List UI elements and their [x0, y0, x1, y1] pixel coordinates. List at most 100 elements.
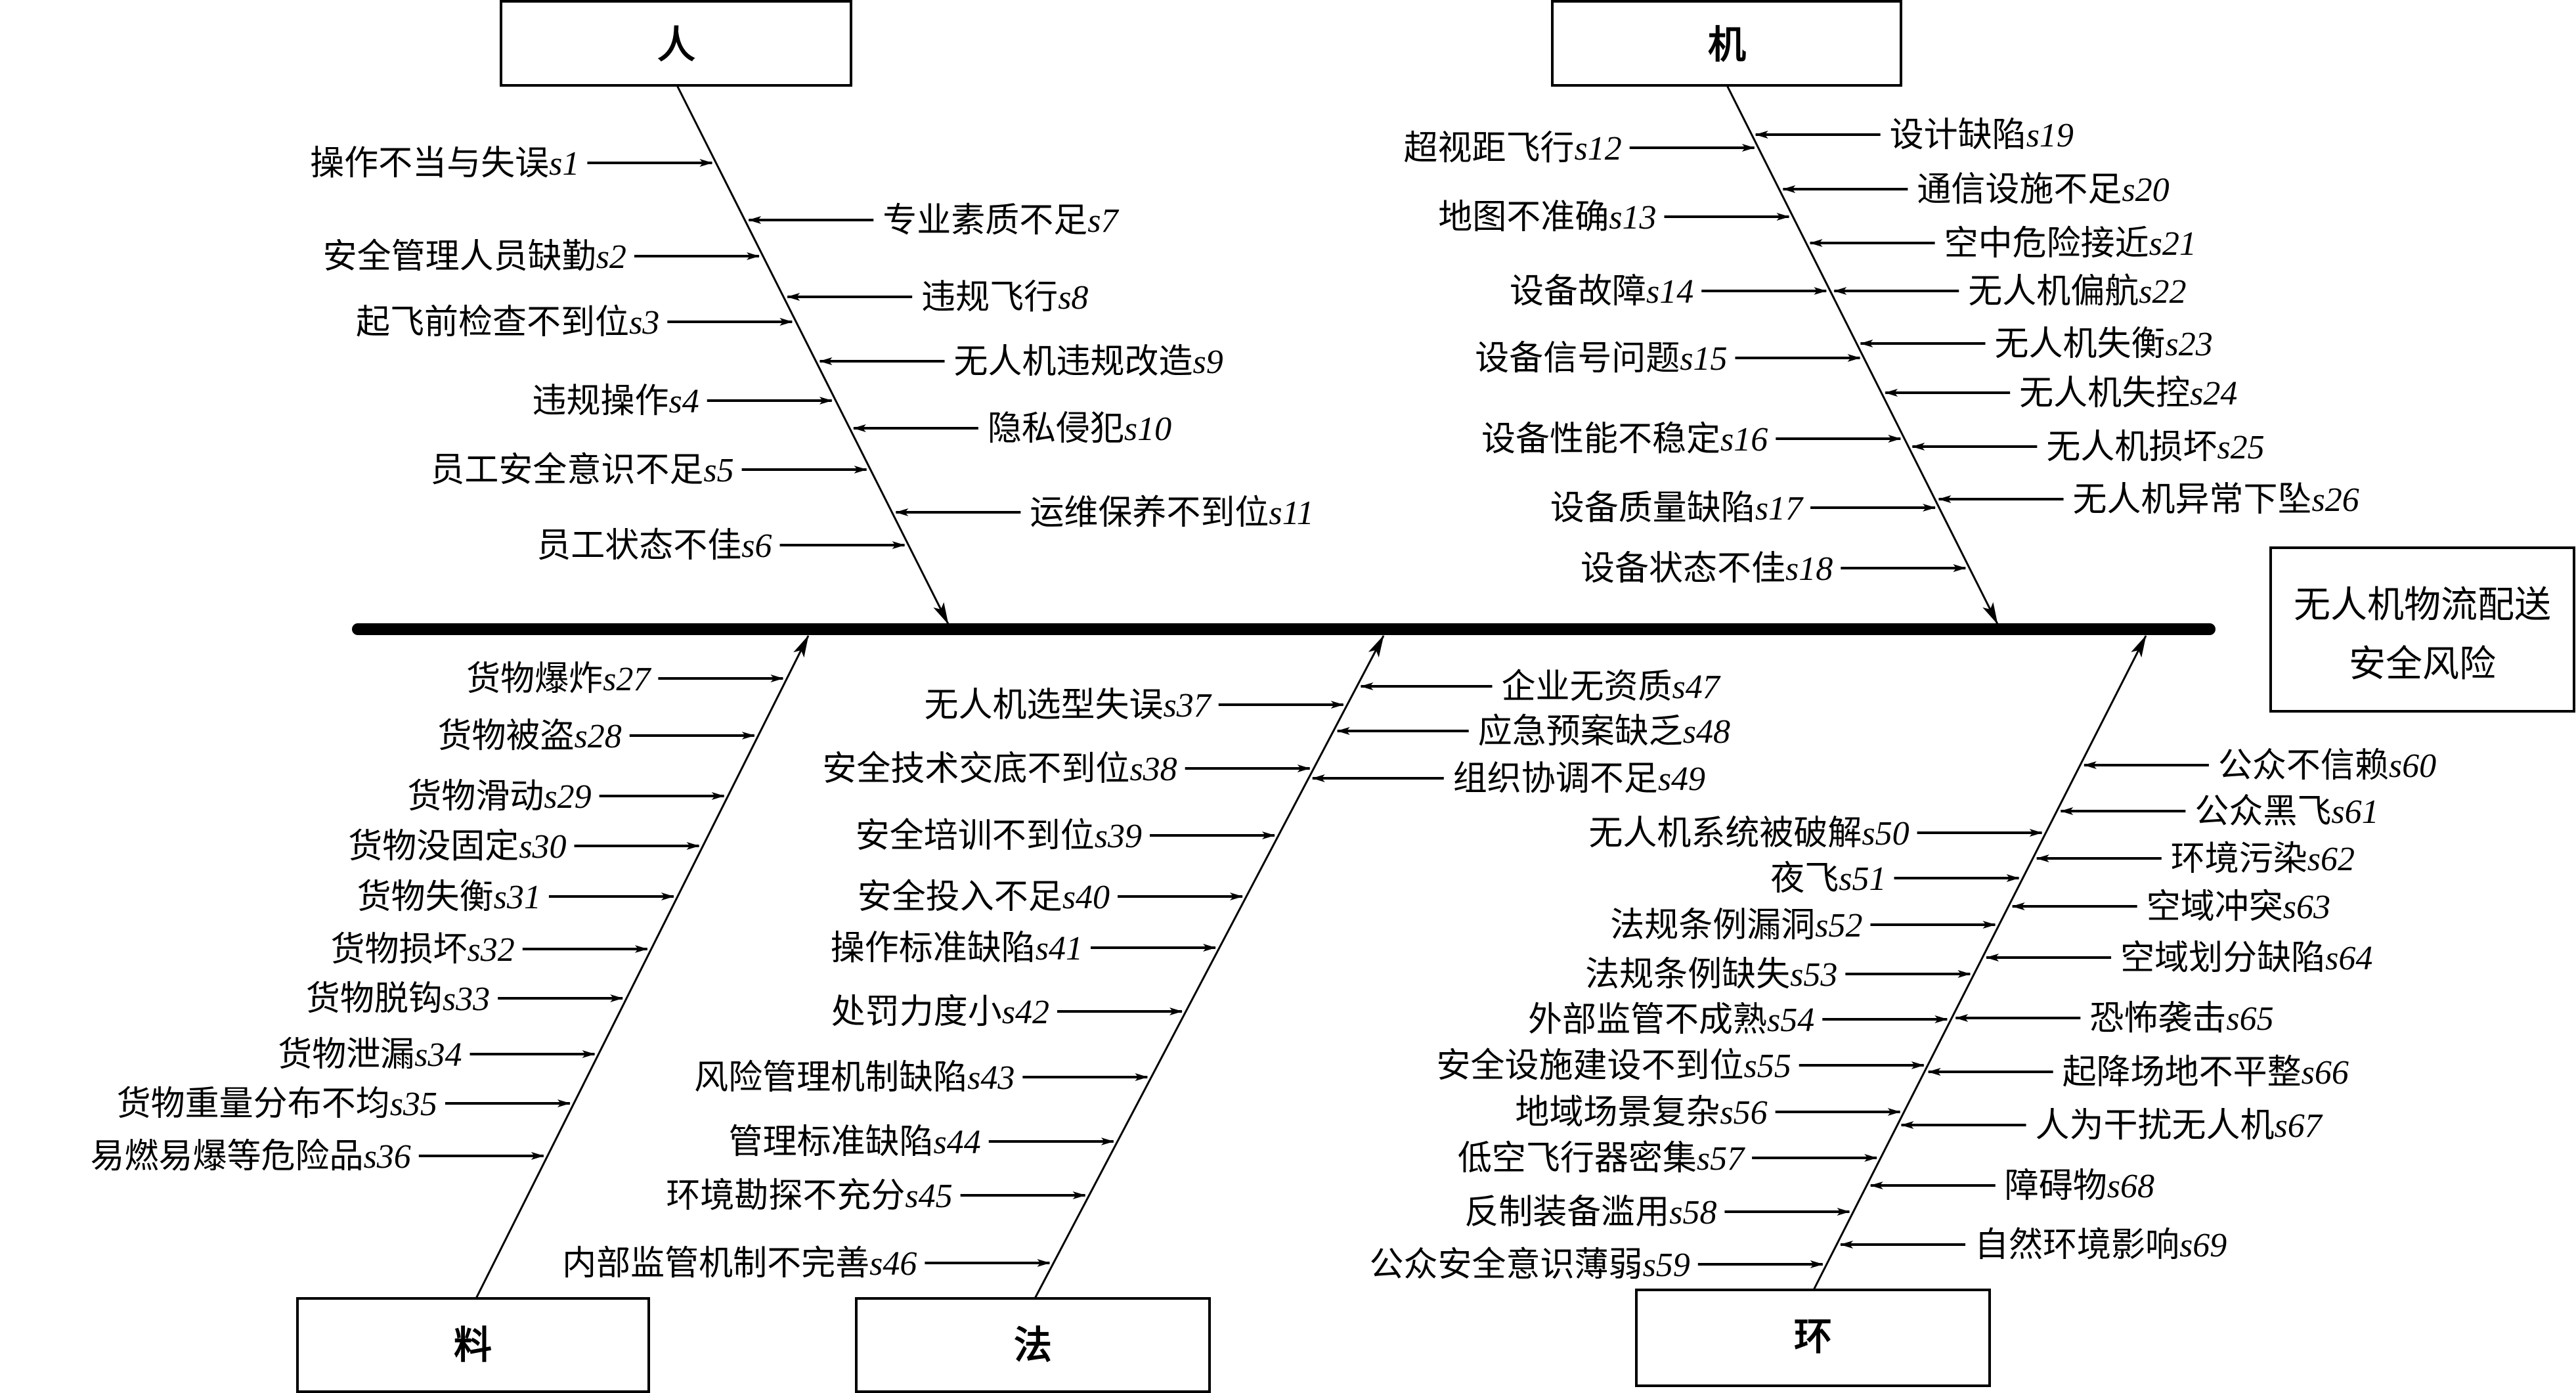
factor-code: s30	[519, 828, 566, 866]
factor-text: 货物被盗	[438, 717, 575, 756]
factor-text: 低空飞行器密集	[1458, 1139, 1697, 1178]
factor-code: s60	[2389, 747, 2436, 785]
factor-s25: 无人机损坏s25	[1911, 428, 2265, 467]
factor-code: s55	[1743, 1048, 1791, 1085]
factor-label: 无人机失控s24	[2019, 374, 2237, 413]
factor-label: 企业无资质s47	[1501, 667, 1720, 707]
factor-code: s53	[1790, 956, 1837, 994]
factor-text: 货物泄漏	[278, 1035, 414, 1074]
factor-s32: 货物损坏s32	[331, 930, 648, 969]
factor-s48: 应急预案缺乏s48	[1336, 712, 1730, 751]
factor-code: s44	[934, 1124, 981, 1161]
factor-code: s47	[1672, 669, 1720, 706]
factor-text: 超视距飞行	[1403, 129, 1574, 168]
factor-code: s35	[390, 1086, 437, 1123]
factor-s10: 隐私侵犯s10	[852, 409, 1171, 449]
factor-s56: 地域场景复杂s56	[1515, 1093, 1901, 1132]
factor-code: s69	[2179, 1227, 2227, 1264]
factor-label: 法规条例缺失s53	[1585, 955, 1837, 994]
factor-s61: 公众黑飞s61	[2060, 792, 2379, 831]
factor-code: s23	[2165, 326, 2212, 363]
factor-text: 风险管理机制缺陷	[694, 1058, 967, 1097]
factor-text: 夜飞	[1770, 859, 1839, 898]
factor-s59: 公众安全意识薄弱s59	[1370, 1245, 1823, 1285]
factor-s47: 企业无资质s47	[1360, 667, 1721, 707]
factor-code: s8	[1058, 279, 1088, 317]
factor-code: s22	[2139, 273, 2186, 311]
factor-s24: 无人机失控s24	[1885, 374, 2237, 413]
factor-label: 公众不信赖s60	[2218, 746, 2436, 785]
factor-code: s37	[1163, 687, 1212, 724]
factor-s16: 设备性能不稳定s16	[1481, 420, 1902, 459]
factor-code: s38	[1129, 751, 1177, 788]
factor-text: 货物滑动	[407, 777, 544, 816]
factor-label: 货物爆炸s27	[466, 659, 651, 699]
factor-text: 空域冲突	[2147, 887, 2283, 927]
factor-s43: 风险管理机制缺陷s43	[694, 1058, 1148, 1097]
factor-code: s21	[2149, 225, 2196, 263]
factor-text: 无人机异常下坠	[2073, 480, 2312, 520]
factor-text: 无人机损坏	[2046, 428, 2217, 467]
category-label-huan: 环	[1794, 1314, 1832, 1359]
factor-s69: 自然环境影响s69	[1840, 1226, 2227, 1265]
factor-code: s36	[364, 1138, 411, 1176]
factor-label: 处罚力度小s42	[831, 992, 1049, 1032]
factor-s19: 设计缺陷s19	[1755, 116, 2074, 155]
factor-layer: 操作不当与失误s1安全管理人员缺勤s2起飞前检查不到位s3违规操作s4员工安全意…	[91, 116, 2437, 1285]
factor-text: 设备性能不稳定	[1481, 420, 1720, 459]
factor-s38: 安全技术交底不到位s38	[822, 749, 1311, 789]
factor-s62: 环境污染s62	[2036, 839, 2355, 879]
factor-s34: 货物泄漏s34	[278, 1035, 596, 1074]
factor-s40: 安全投入不足s40	[858, 877, 1244, 917]
factor-s66: 起降场地不平整s66	[1927, 1053, 2349, 1092]
factor-text: 环境勘探不充分	[666, 1176, 905, 1216]
factor-code: s25	[2217, 429, 2264, 466]
factor-s21: 空中危险接近s21	[1809, 224, 2196, 263]
category-box-ji: 机	[1551, 0, 1902, 87]
factor-text: 应急预案缺乏	[1478, 712, 1683, 751]
factor-code: s43	[967, 1059, 1015, 1097]
factor-code: s10	[1124, 410, 1171, 448]
factor-label: 无人机失衡s23	[1994, 324, 2212, 364]
factor-code: s26	[2312, 481, 2359, 519]
factor-text: 公众黑飞	[2194, 792, 2331, 831]
factor-text: 通信设施不足	[1917, 170, 2122, 210]
factor-label: 隐私侵犯s10	[988, 409, 1171, 449]
factor-code: s50	[1862, 815, 1909, 852]
factor-s63: 空域冲突s63	[2011, 887, 2330, 927]
factor-code: s66	[2302, 1054, 2349, 1092]
factor-text: 无人机选型失误	[924, 686, 1163, 725]
factor-text: 起降场地不平整	[2063, 1053, 2302, 1092]
bone-fa	[1034, 635, 1385, 1299]
factor-s31: 货物失衡s31	[357, 877, 674, 917]
factor-label: 内部监管机制不完善s46	[562, 1244, 917, 1283]
factor-label: 货物没固定s30	[348, 827, 566, 866]
factor-code: s59	[1643, 1247, 1690, 1284]
factor-label: 设备故障s14	[1510, 272, 1693, 311]
factor-s42: 处罚力度小s42	[831, 992, 1183, 1032]
factor-s15: 设备信号问题s15	[1475, 339, 1861, 378]
factor-code: s13	[1609, 199, 1656, 236]
factor-label: 货物泄漏s34	[278, 1035, 462, 1074]
factor-code: s56	[1720, 1094, 1767, 1132]
factor-code: s32	[468, 931, 515, 969]
factor-s18: 设备状态不佳s18	[1581, 549, 1967, 588]
factor-label: 外部监管不成熟s54	[1528, 1000, 1814, 1040]
factor-s68: 障碍物s68	[1869, 1166, 2154, 1206]
factor-s45: 环境勘探不充分s45	[666, 1176, 1086, 1216]
factor-text: 反制装备滥用	[1464, 1193, 1669, 1232]
factor-label: 操作标准缺陷s41	[831, 929, 1083, 968]
factor-code: s28	[575, 718, 622, 755]
factor-text: 环境污染	[2171, 839, 2307, 879]
factor-label: 货物损坏s32	[331, 930, 515, 969]
factor-text: 人为干扰无人机	[2036, 1106, 2275, 1145]
category-box-liao: 料	[296, 1297, 650, 1393]
factor-text: 法规条例缺失	[1585, 955, 1790, 994]
factor-code: s51	[1839, 860, 1886, 898]
factor-s17: 设备质量缺陷s17	[1550, 489, 1936, 528]
factor-text: 设计缺陷	[1890, 116, 2026, 155]
result-label-line2: 安全风险	[2349, 643, 2496, 686]
factor-text: 法规条例漏洞	[1610, 906, 1815, 945]
factor-text: 管理标准缺陷	[729, 1122, 934, 1162]
